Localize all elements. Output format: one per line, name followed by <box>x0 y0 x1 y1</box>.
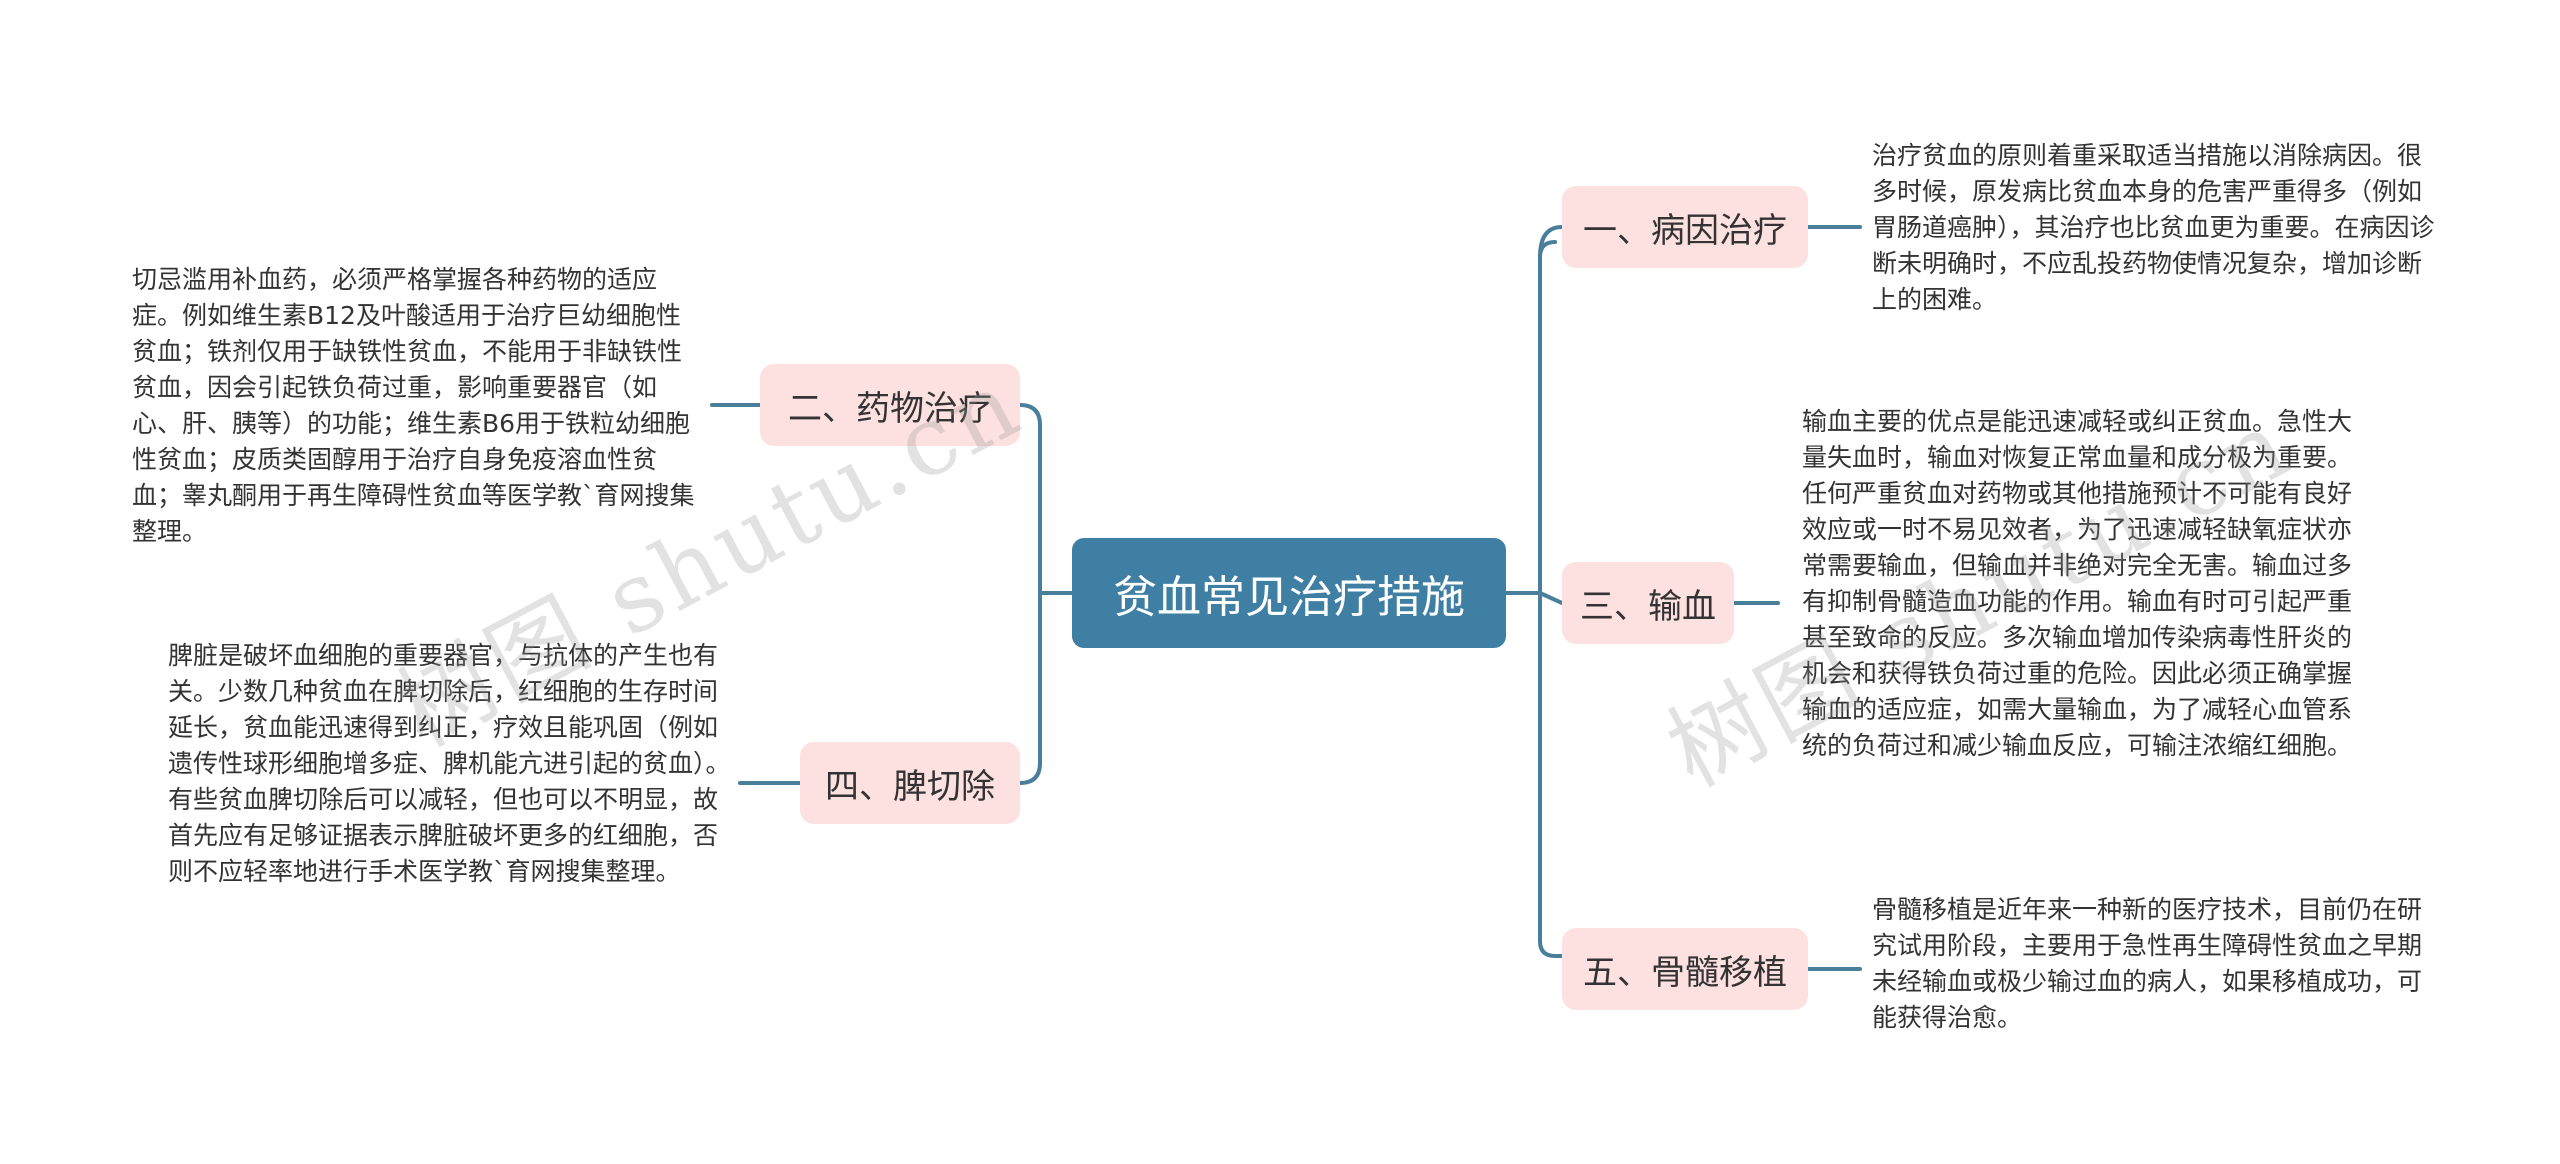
connector-branch-1 <box>1538 225 1564 259</box>
leaf-cause-treatment-text: 治疗贫血的原则着重采取适当措施以消除病因。很多时候，原发病比贫血本身的危害严重得… <box>1872 141 2435 314</box>
connector-branch-3 <box>1538 591 1564 605</box>
connector-trunk-right <box>1538 240 1564 958</box>
leaf-blood-transfusion-text: 输血主要的优点是能迅速减轻或纠正贫血。急性大量失血时，输血对恢复正常血量和成分极… <box>1802 407 2353 760</box>
root-topic[interactable]: 贫血常见治疗措施 <box>1072 538 1506 648</box>
connector-trunk-left <box>1018 403 1042 785</box>
branch-drug-treatment[interactable]: 二、药物治疗 <box>760 364 1020 446</box>
leaf-bone-marrow-transplant-text: 骨髓移植是近年来一种新的医疗技术，目前仍在研究试用阶段，主要用于急性再生障碍性贫… <box>1872 895 2423 1032</box>
leaf-drug-treatment-text: 切忌滥用补血药，必须严格掌握各种药物的适应症。例如维生素B12及叶酸适用于治疗巨… <box>132 265 695 546</box>
branch-splenectomy[interactable]: 四、脾切除 <box>800 742 1020 824</box>
branch-bone-marrow-transplant[interactable]: 五、骨髓移植 <box>1562 928 1808 1010</box>
branch-blood-transfusion[interactable]: 三、输血 <box>1562 562 1734 644</box>
leaf-splenectomy-text: 脾脏是破坏血细胞的重要器官，与抗体的产生也有关。少数几种贫血在脾切除后，红细胞的… <box>168 641 731 886</box>
branch-cause-treatment[interactable]: 一、病因治疗 <box>1562 186 1808 268</box>
